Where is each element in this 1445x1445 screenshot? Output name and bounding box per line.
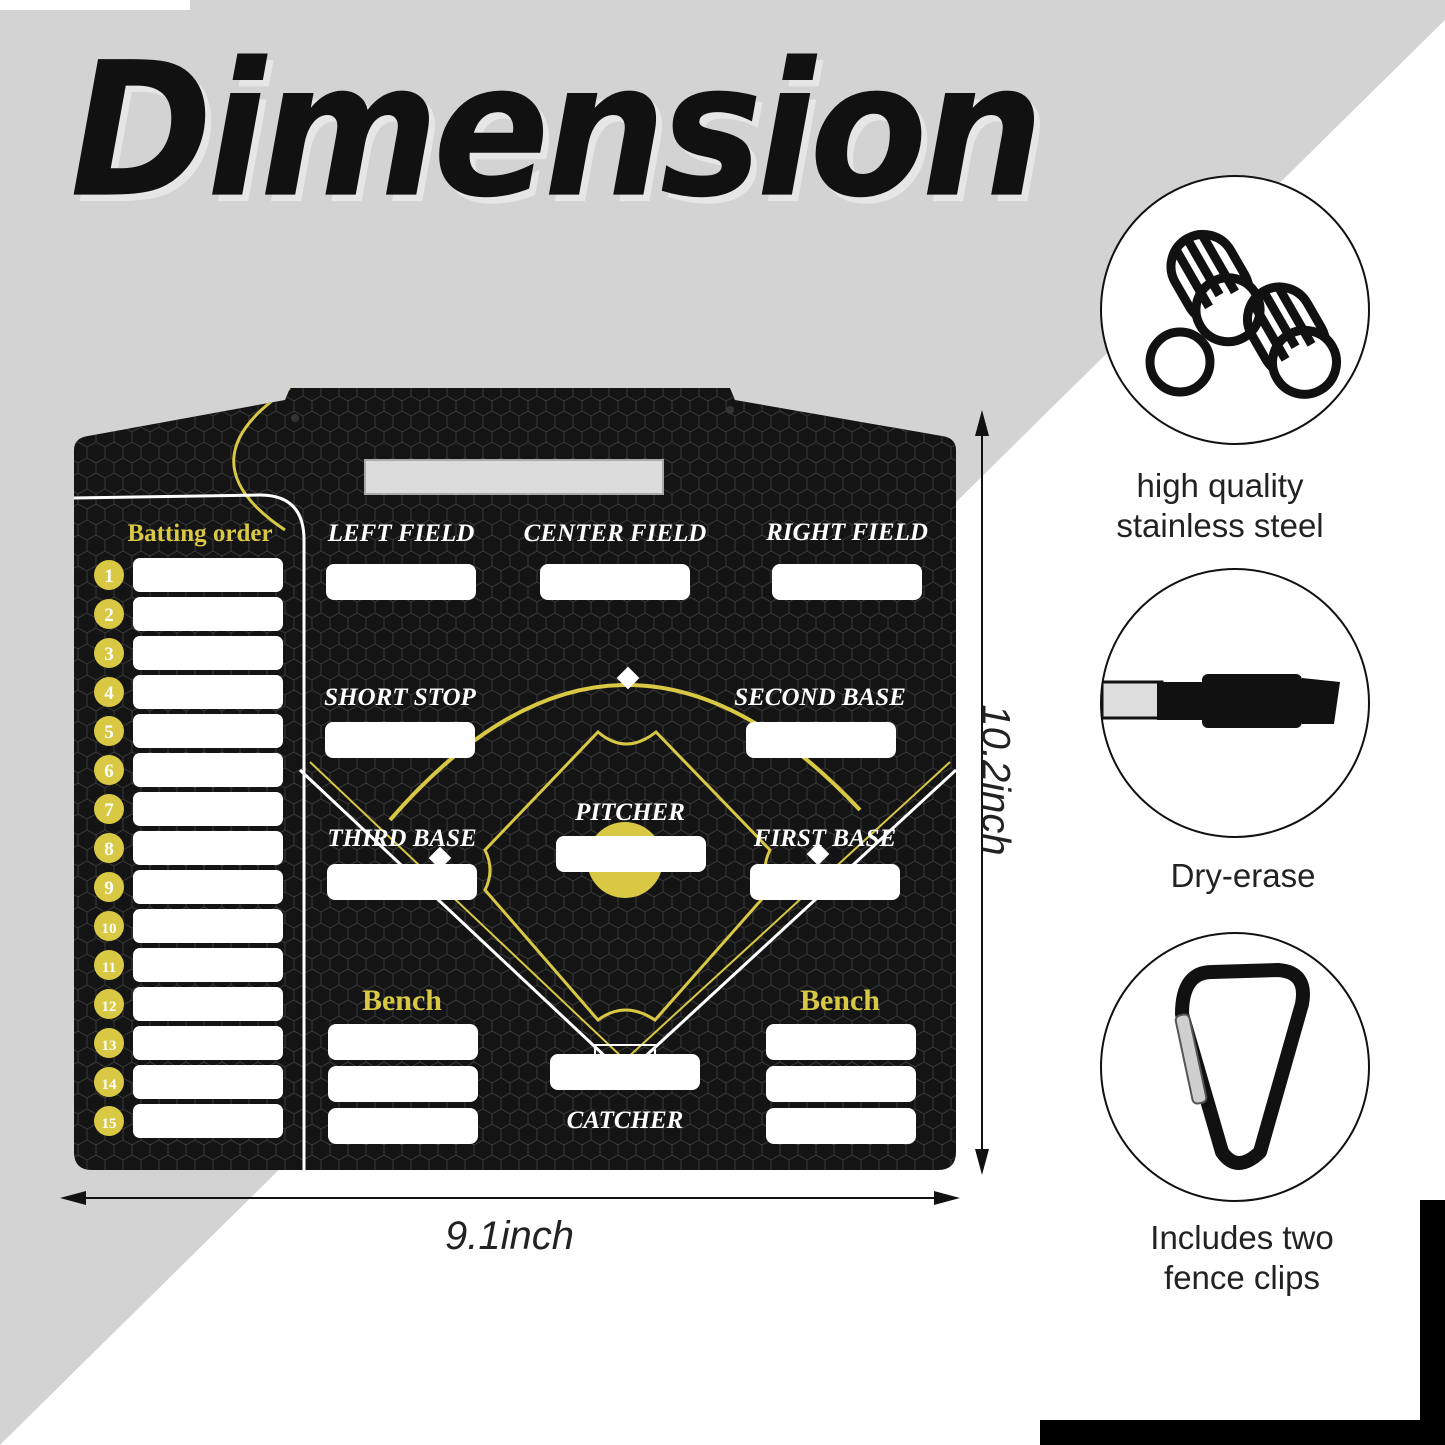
steel-rods-icon	[1100, 175, 1370, 445]
batting-number-badge	[94, 989, 124, 1019]
batting-order-slot[interactable]	[133, 1026, 283, 1060]
bench-right-slot-2[interactable]	[766, 1066, 916, 1102]
left-field-label: LEFT FIELD	[327, 520, 475, 547]
center-field-label: CENTER FIELD	[524, 520, 707, 547]
batting-number: 10	[102, 921, 117, 937]
bench-left-slot-3[interactable]	[328, 1108, 478, 1144]
batting-order-slot[interactable]	[133, 909, 283, 943]
batting-order-slot[interactable]	[133, 558, 283, 592]
batting-number: 4	[104, 683, 114, 704]
batting-order-slot[interactable]	[133, 597, 283, 631]
batting-number-badge	[94, 560, 124, 590]
pitcher-slot[interactable]	[556, 836, 706, 872]
batting-number: 11	[102, 960, 116, 976]
pitcher-label: PITCHER	[574, 799, 685, 826]
batting-number-badge	[94, 677, 124, 707]
batting-number: 2	[104, 605, 114, 626]
dry-erase-marker-icon	[1100, 568, 1370, 838]
batting-number: 8	[104, 839, 114, 860]
bench-right-slot-1[interactable]	[766, 1024, 916, 1060]
page-title: Dimension	[70, 21, 1044, 239]
batting-number: 15	[102, 1116, 117, 1132]
batting-number: 14	[102, 1077, 118, 1093]
batting-number-badge	[94, 872, 124, 902]
bench-right-label: Bench	[800, 984, 880, 1017]
batting-order-slot[interactable]	[133, 1104, 283, 1138]
batting-number-badge	[94, 911, 124, 941]
first-base-slot[interactable]	[750, 864, 900, 900]
catcher-slot[interactable]	[550, 1054, 700, 1090]
batting-number-badge	[94, 1028, 124, 1058]
batting-number: 3	[104, 644, 114, 665]
batting-number-badge	[94, 1067, 124, 1097]
first-base-label: FIRST BASE	[753, 825, 896, 852]
right-field-slot[interactable]	[772, 564, 922, 600]
center-field-slot[interactable]	[540, 564, 690, 600]
width-dimension: 9.1inch	[445, 1214, 574, 1258]
batting-number-badge	[94, 716, 124, 746]
batting-order-slot[interactable]	[133, 675, 283, 709]
batting-order-slot[interactable]	[133, 714, 283, 748]
batting-order-slot[interactable]	[133, 870, 283, 904]
batting-number-badge	[94, 794, 124, 824]
batting-order-title: Batting order	[127, 520, 272, 547]
batting-number: 1	[104, 566, 114, 587]
short-stop-slot[interactable]	[325, 722, 475, 758]
batting-number-badge	[94, 833, 124, 863]
height-dimension: 10.2inch	[973, 704, 1018, 856]
batting-number: 5	[104, 722, 114, 743]
batting-number: 13	[102, 1038, 117, 1054]
batting-order-slot[interactable]	[133, 636, 283, 670]
feature-label-clips: Includes two fence clips	[1150, 1219, 1334, 1296]
batting-number: 6	[104, 761, 114, 782]
bench-left-slot-1[interactable]	[328, 1024, 478, 1060]
third-base-slot[interactable]	[327, 864, 477, 900]
batting-order-slot[interactable]	[133, 831, 283, 865]
batting-order-slot[interactable]	[133, 948, 283, 982]
second-base-label: SECOND BASE	[734, 684, 906, 711]
feature-label-steel: high quality stainless steel	[1116, 467, 1324, 544]
feature-label-dry-erase: Dry-erase	[1170, 857, 1316, 894]
third-base-label: THIRD BASE	[327, 825, 476, 852]
bench-left-label: Bench	[362, 984, 442, 1017]
batting-number-badge	[94, 638, 124, 668]
batting-order-slot[interactable]	[133, 1065, 283, 1099]
carabiner-clip-icon	[1100, 932, 1370, 1202]
batting-order-slot[interactable]	[133, 792, 283, 826]
batting-number-badge	[94, 1106, 124, 1136]
bench-left-slot-2[interactable]	[328, 1066, 478, 1102]
batting-order-slot[interactable]	[133, 987, 283, 1021]
batting-number: 7	[104, 800, 114, 821]
batting-number: 9	[104, 878, 114, 899]
batting-number-badge	[94, 599, 124, 629]
short-stop-label: SHORT STOP	[324, 684, 476, 711]
batting-order-slot[interactable]	[133, 753, 283, 787]
batting-number-badge	[94, 755, 124, 785]
left-field-slot[interactable]	[326, 564, 476, 600]
bench-right-slot-3[interactable]	[766, 1108, 916, 1144]
batting-number: 12	[102, 999, 117, 1015]
catcher-label: CATCHER	[567, 1107, 684, 1134]
right-field-label: RIGHT FIELD	[765, 519, 928, 546]
second-base-slot[interactable]	[746, 722, 896, 758]
batting-number-badge	[94, 950, 124, 980]
